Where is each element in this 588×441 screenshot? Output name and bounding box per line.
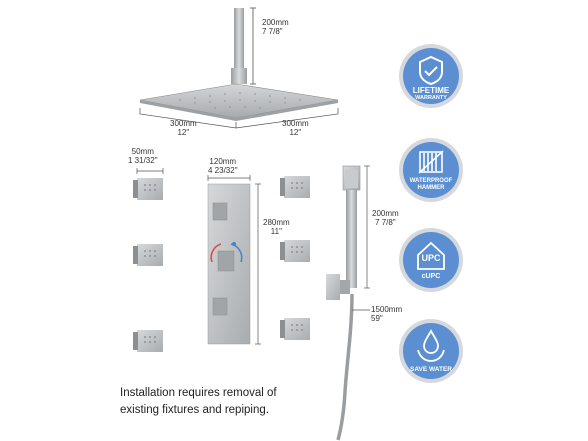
water-drop-hands-icon (417, 329, 445, 362)
thermostatic-valve (207, 183, 251, 345)
installation-note: Installation requires removal of existin… (120, 385, 277, 419)
save-water-badge: SAVE WATER (398, 318, 464, 384)
note-line-2: existing fixtures and repiping. (120, 404, 269, 416)
note-line-1: Installation requires removal of (120, 387, 277, 399)
rain-shower-head (139, 83, 339, 121)
hammer-proof-icon (418, 150, 444, 174)
handheld-shower (326, 165, 361, 441)
ceiling-arm (231, 8, 247, 84)
lifetime-warranty-badge: LIFETIME WARRANTY (398, 43, 464, 109)
shield-check-icon (419, 55, 443, 86)
upc-certified-badge: UPC cUPC (398, 227, 464, 293)
waterproof-hammer-badge: WATERPROOF HAMMER (398, 137, 464, 203)
upc-house-icon (417, 241, 445, 270)
body-jets (133, 176, 310, 352)
